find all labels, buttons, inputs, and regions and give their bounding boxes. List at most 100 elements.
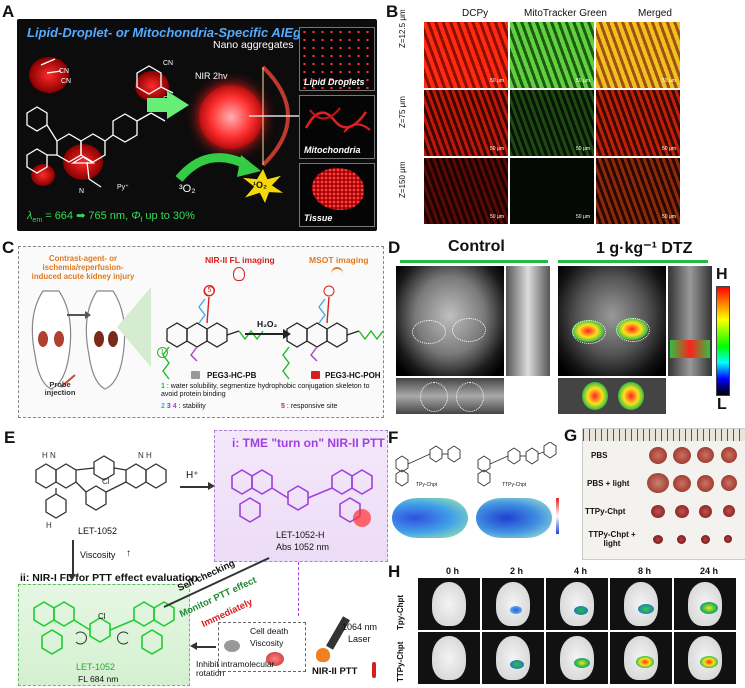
svg-text:N: N (79, 188, 84, 195)
tumor-3-1 (651, 505, 665, 518)
col-header-mitotracker: MitoTracker Green (524, 8, 607, 19)
phi-sub: f (140, 217, 143, 225)
laser-label: Laser (348, 634, 371, 644)
row-label-z3: Z=150 μm (398, 161, 407, 198)
laser-nm-label: 1064 nm (342, 622, 378, 632)
panel-c-box: Contrast-agent- or ischemia/reperfusion-… (18, 246, 384, 418)
let-h-label: LET-1052-H (276, 530, 325, 540)
red-cluster-1 (29, 57, 69, 93)
mouse-img-1-1 (418, 578, 480, 630)
inset-lipid: Lipid Droplets (299, 27, 375, 91)
legend-2: 2 3 4 : stability (161, 403, 206, 410)
tumor-1-1 (649, 447, 667, 464)
poh-label: PEG3-HC-POH (325, 371, 381, 380)
singlet-oxygen: ¹O₂ (253, 180, 267, 190)
panel-c: C Contrast-agent- or ischemia/reperfusio… (0, 236, 386, 422)
tumor-4-4 (724, 535, 732, 543)
nir-label: NIR 2hv (195, 71, 228, 81)
viscosity-up-icon: ↑ (126, 548, 131, 559)
micrograph-mito-2 (510, 90, 594, 156)
n1-badge: 1 (157, 347, 168, 358)
panel-b: B DCPy MitoTracker Green Merged Z=12.5 μ… (384, 0, 745, 228)
panel-h: H 0 h 2 h 4 h 8 h 24 h Tpy-Chpt TTPy-Chp… (388, 562, 745, 688)
control-scalebar (514, 406, 538, 408)
legend-3: 5 : responsive site (281, 403, 337, 410)
legend-1-badge: 1 (161, 383, 165, 390)
cl-atom-2: Cl (98, 612, 106, 621)
legend-3-badge: 5 (281, 403, 285, 410)
nir-imaging-label: NIR-II FL imaging (205, 255, 275, 265)
legend-2-badge2: 2 (161, 403, 165, 410)
red-cell-icon (266, 652, 284, 666)
inset-mito-label: Mitochondria (304, 145, 361, 155)
cell-death-label: Cell death (250, 626, 289, 636)
panel-d: D Control 1 g·kg⁻¹ DTZ H L (386, 236, 745, 416)
scale-8: 50 μm (576, 214, 590, 220)
dtz-bottom-hot-1 (582, 382, 608, 410)
control-main (396, 266, 504, 376)
tissue-blob (312, 168, 364, 210)
legend-1-text: : water solubility, segmentize hydrophob… (161, 383, 370, 398)
signal-spot (636, 656, 654, 668)
viscosity-label: Viscosity (80, 550, 116, 560)
cell-viscosity-label: Viscosity (250, 638, 284, 648)
panel-g: G PBS PBS + light TTPy-Chpt TTPy-Chpt + … (562, 426, 745, 562)
row-ttpy-h: TTPy-Chpt (396, 641, 405, 682)
viscosity-arrow (72, 540, 74, 576)
let-1052-h-structure (231, 469, 373, 527)
row-label-z1: Z=12.5 μm (398, 9, 407, 48)
col-header-merged: Merged (638, 8, 672, 19)
pb-label: PEG3-HC-PB (207, 371, 257, 380)
scale-9: 50 μm (662, 214, 676, 220)
mouse-img-1-3 (546, 578, 608, 630)
curved-arrow-icon (175, 153, 261, 182)
hplus-label: H⁺ (186, 470, 199, 481)
n5-badge: 5 (204, 285, 215, 296)
msot-imaging-label: MSOT imaging (309, 255, 369, 265)
hplus-arrow-head (208, 482, 215, 490)
tumor-photo: PBS PBS + light TTPy-Chpt TTPy-Chpt + li… (582, 428, 745, 560)
mouse-img-2-2 (482, 632, 544, 684)
mouse-body (496, 636, 530, 680)
mouse-img-1-2 (482, 578, 544, 630)
scale-4: 50 μm (490, 146, 504, 152)
panel-label-h: H (388, 562, 401, 581)
red-cluster-4 (31, 164, 55, 186)
green-arrow-icon (167, 91, 189, 119)
panel-a-title: Lipid-Droplet- or Mitochondria-Specific … (27, 25, 324, 40)
colorbar (716, 286, 730, 396)
scale-2: 50 μm (576, 78, 590, 84)
inset-tissue-label: Tissue (304, 213, 333, 223)
inset-tissue: Tissue (299, 163, 375, 227)
control-side (506, 266, 550, 376)
legend-3-text: : responsive site (286, 403, 338, 410)
signal-spot (574, 606, 588, 615)
tumor-3-4 (723, 505, 735, 517)
dtz-side-hot (670, 340, 710, 358)
dtz-side (668, 266, 712, 376)
triplet-oxygen: ³O₂ (179, 183, 196, 195)
time-0h: 0 h (446, 566, 460, 576)
let-label-bottom: LET-1052 (76, 662, 116, 672)
micrograph-dcpy-2 (424, 90, 508, 156)
esp-surface-2 (476, 498, 552, 538)
viscosity-arrow-head (68, 574, 76, 581)
inhibit-arrow-head (190, 642, 197, 650)
time-4h: 4 h (574, 566, 588, 576)
colorbar-high: H (716, 266, 728, 283)
mito-texture (304, 107, 371, 133)
ruler (583, 429, 745, 441)
scale-3: 50 μm (662, 78, 676, 84)
legend-2-badge3: 3 (166, 403, 171, 410)
legend-2-text: : stability (178, 403, 206, 410)
dtz-bottom-hot-2 (618, 382, 644, 410)
lambda-sub: em (32, 217, 43, 225)
thermometer-icon (372, 662, 376, 678)
dtz-roi-2 (616, 318, 650, 342)
phi-text: up to 30% (142, 210, 195, 222)
micrograph-merged-3 (596, 158, 680, 224)
tumor-2-3 (697, 475, 714, 492)
dtz-title: 1 g·kg⁻¹ DTZ (596, 240, 693, 257)
panel-f: F TPy-Chpt TTPy-Chpt (388, 426, 560, 562)
title-i: i: TME "turn on" NIR-II PTT (232, 436, 385, 450)
